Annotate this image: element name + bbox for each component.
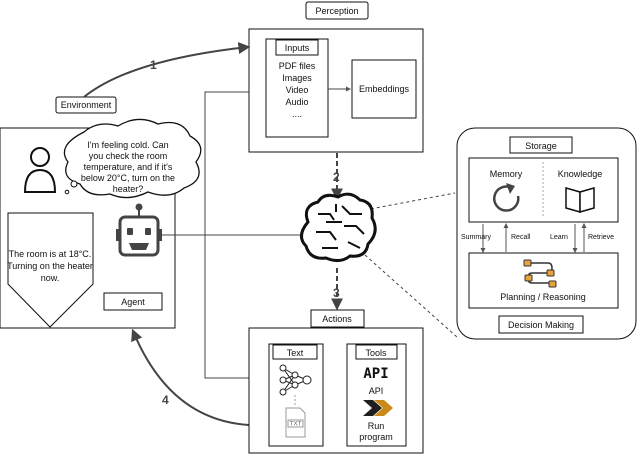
speech-bubble xyxy=(63,118,202,199)
arrow-environment-to-perception xyxy=(83,42,251,98)
arrow-actions-to-agent xyxy=(131,328,250,426)
perception-panel: Perception Inputs PDF files Images Video… xyxy=(248,1,424,153)
actions-panel: Actions Text TXT Tools API API Run prog xyxy=(248,309,424,454)
decision-title-box xyxy=(498,315,584,334)
environment-title-box xyxy=(55,96,117,114)
speech-line: temperature, and if it's xyxy=(84,162,173,172)
storage-title-box xyxy=(509,136,573,154)
agent-reply-line: Turning on the heater xyxy=(7,261,93,271)
perception-title: Perception xyxy=(315,6,358,16)
actions-title-box xyxy=(310,309,365,328)
input-item: .... xyxy=(292,109,302,119)
planning-box xyxy=(468,252,619,309)
speech-line: I'm feeling cold. Can xyxy=(87,140,168,150)
agent-reply-banner xyxy=(7,212,94,328)
knowledge-label: Knowledge xyxy=(558,169,603,179)
summary-label: Summary xyxy=(461,234,491,241)
input-item: Audio xyxy=(285,97,308,107)
input-item: Images xyxy=(282,73,312,83)
step-label: 2 xyxy=(333,170,340,184)
inputs-title: Inputs xyxy=(285,43,310,53)
storage-title: Storage xyxy=(525,141,557,151)
actions-title: Actions xyxy=(322,314,352,324)
decision-title: Decision Making xyxy=(508,320,574,330)
book-icon xyxy=(565,187,595,213)
tools-title-box xyxy=(355,344,398,360)
speech-line: heater? xyxy=(113,184,144,194)
environment-panel: Environment I'm feeling cold. Can you ch… xyxy=(0,96,202,329)
api-icon: API xyxy=(363,366,388,382)
run-program-icon xyxy=(363,400,393,416)
bubble-dot xyxy=(70,180,78,188)
tools-title: Tools xyxy=(365,348,387,358)
environment-title: Environment xyxy=(61,100,112,110)
zoom-line-top xyxy=(364,192,456,211)
doc-tag: TXT xyxy=(289,421,301,428)
storage-panel: Storage Memory Knowledge Summary Recall … xyxy=(456,127,637,340)
speech-line: below 20°C, turn on the xyxy=(81,173,175,183)
agent-title: Agent xyxy=(121,297,145,307)
input-item: Video xyxy=(286,85,309,95)
agent-reply-line: now. xyxy=(41,273,60,283)
input-item: PDF files xyxy=(279,61,316,71)
learn-label: Learn xyxy=(550,234,568,241)
run-program-label: Run xyxy=(368,421,385,431)
neural-network-icon xyxy=(279,364,312,396)
agent-title-box xyxy=(103,292,163,311)
user-icon xyxy=(23,147,57,193)
retrieve-label: Retrieve xyxy=(588,234,614,241)
zoom-line-bottom xyxy=(364,254,458,338)
brain-icon xyxy=(300,192,377,263)
robot-icon xyxy=(116,203,162,257)
embeddings-box xyxy=(351,59,417,119)
text-title-box xyxy=(272,344,318,360)
memory-label: Memory xyxy=(490,169,523,179)
step-label: 4 xyxy=(162,393,169,407)
step-label: 1 xyxy=(150,58,157,72)
text-document-icon: TXT xyxy=(285,407,306,438)
api-label: API xyxy=(369,386,384,396)
speech-line: you check the room xyxy=(89,151,168,161)
workflow-icon xyxy=(523,259,557,288)
planning-label: Planning / Reasoning xyxy=(500,292,586,302)
tools-box xyxy=(346,343,407,447)
run-program-label: program xyxy=(359,432,393,442)
recall-label: Recall xyxy=(511,234,531,241)
agent-reply-line: The room is at 18°C. xyxy=(9,249,92,259)
text-title: Text xyxy=(287,348,304,358)
inputs-title-box xyxy=(275,39,319,56)
memory-refresh-icon xyxy=(493,183,520,212)
bubble-dot xyxy=(64,189,70,195)
embeddings-label: Embeddings xyxy=(359,84,410,94)
perception-title-box xyxy=(305,1,369,20)
step-label: 3 xyxy=(333,286,340,300)
